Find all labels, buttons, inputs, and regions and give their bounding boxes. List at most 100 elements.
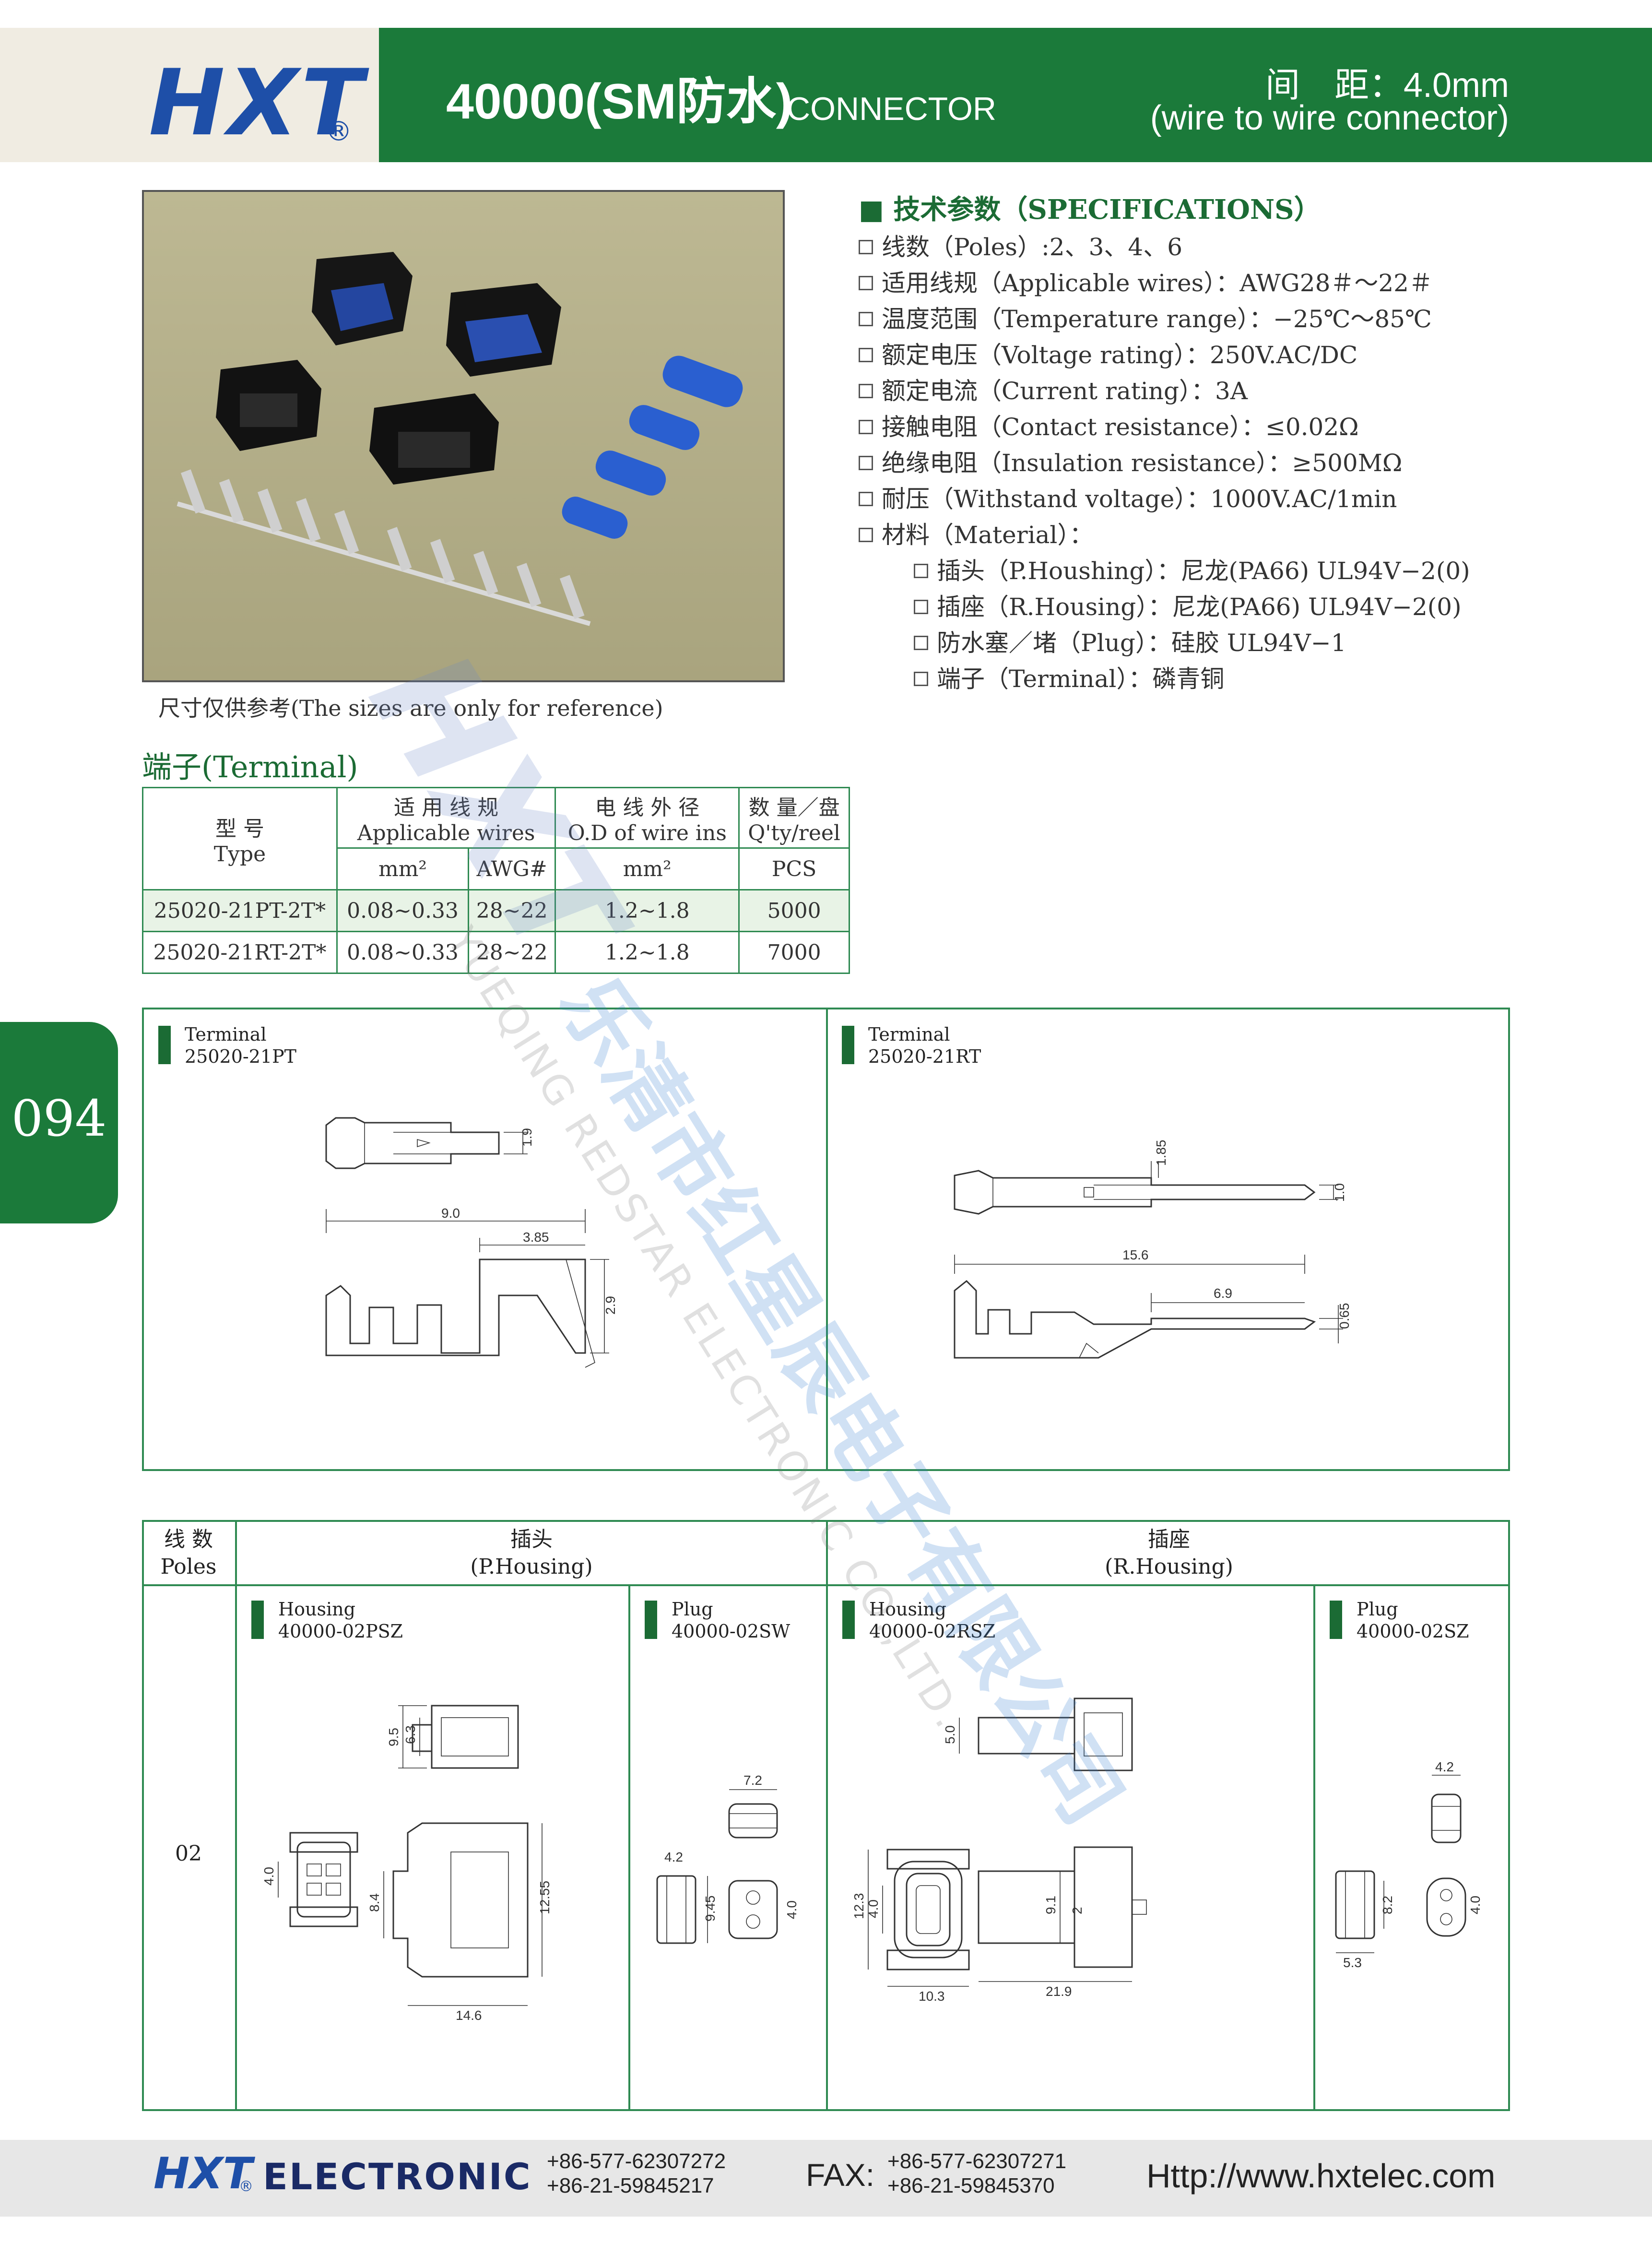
spec-item: 额定电流（Current rating）：3A [859, 372, 1248, 406]
checkbox-square-icon [859, 240, 873, 254]
col-divider [628, 1584, 630, 2111]
dim-1-85: 1.85 [1154, 1140, 1168, 1166]
frame-divider [826, 1008, 828, 1471]
svg-text:8.2: 8.2 [1380, 1896, 1395, 1914]
material-item: 插座（R.Housing）：尼龙(PA66) UL94V−2(0) [914, 588, 1462, 622]
checkbox-square-icon [859, 384, 873, 398]
hxt-logo: HXT [149, 50, 366, 156]
svg-text:4.0: 4.0 [866, 1899, 881, 1918]
header-logo-panel [0, 28, 379, 162]
checkbox-square-icon [859, 312, 873, 326]
svg-text:7.2: 7.2 [743, 1773, 762, 1788]
dim-6-9: 6.9 [1214, 1286, 1232, 1301]
col-divider [235, 1520, 237, 2111]
footer-logo: HXT [153, 2148, 253, 2199]
checkbox-square-icon [914, 636, 928, 650]
svg-text:9.5: 9.5 [386, 1728, 401, 1746]
spec-item: 绝缘电阻（Insulation resistance）：≥500MΩ [859, 444, 1402, 478]
label-bar [842, 1026, 854, 1064]
dim-9-0: 9.0 [441, 1206, 460, 1221]
r-housing-header: 插座(R.Housing) [1105, 1527, 1233, 1579]
svg-text:4.0: 4.0 [784, 1900, 799, 1919]
footer-bar [0, 2140, 1652, 2217]
svg-text:9.1: 9.1 [1043, 1896, 1058, 1914]
registered-mark: ® [325, 116, 352, 147]
label-bar [158, 1026, 171, 1064]
svg-text:5.0: 5.0 [943, 1725, 957, 1744]
unit-awg: AWG# [468, 847, 556, 890]
svg-text:6.3: 6.3 [403, 1725, 418, 1744]
series-title: 40000(SM防水) [446, 74, 793, 130]
material-item: 插头（P.Houshing）：尼龙(PA66) UL94V−2(0) [914, 552, 1470, 586]
terminal-rt-drawing: 1.85 1.0 15.6 6.9 0.65 [954, 1140, 1352, 1359]
unit-od: mm² [555, 847, 740, 890]
p-plug-drawing: 7.2 4.2 9.45 4.0 [656, 1773, 799, 1944]
fax-label: FAX: [806, 2157, 875, 2193]
dim-2-9: 2.9 [603, 1296, 618, 1315]
specifications-heading: ■ 技术参数（SPECIFICATIONS） [859, 194, 1321, 225]
checkbox-square-icon [859, 348, 873, 362]
spec-item: 额定电压（Voltage rating）：250V.AC/DC [859, 336, 1357, 370]
pitch-spec: 间 距：4.0mm [1265, 66, 1509, 105]
spec-item: 材料（Material）： [859, 516, 1093, 550]
terminal-table-title: 端子(Terminal) [142, 749, 358, 784]
dim-0-65: 0.65 [1337, 1303, 1352, 1329]
svg-text:9.45: 9.45 [703, 1896, 718, 1922]
dim-3-85: 3.85 [523, 1230, 549, 1245]
svg-text:12.3: 12.3 [851, 1893, 866, 1920]
svg-text:4.0: 4.0 [261, 1867, 276, 1886]
spec-item: 线数（Poles）:2、3、4、6 [859, 228, 1182, 262]
header-band [379, 28, 1652, 162]
p-housing-header: 插头(P.Housing) [470, 1527, 593, 1579]
checkbox-square-icon [859, 456, 873, 470]
svg-text:21.9: 21.9 [1046, 1984, 1072, 1999]
checkbox-square-icon [859, 528, 873, 542]
checkbox-square-icon [859, 492, 873, 506]
svg-text:12.55: 12.55 [537, 1881, 552, 1914]
footer-registered-mark: ® [239, 2178, 253, 2195]
footer-brand: ELECTRONIC [263, 2155, 532, 2198]
page-number-tab [0, 1022, 118, 1223]
dim-1-9: 1.9 [519, 1128, 534, 1147]
footer-phones: +86-577-62307272 +86-21-59845217 [547, 2149, 726, 2197]
poles-value: 02 [175, 1841, 202, 1866]
svg-text:5.3: 5.3 [1343, 1955, 1362, 1970]
r-housing-drawing: 5.0 12.3 4.0 10.3 9.1 2 21.9 [851, 1697, 1147, 2004]
unit-mm2: mm² [336, 847, 470, 890]
label-bar [251, 1601, 264, 1639]
unit-pcs: PCS [738, 847, 850, 890]
page-number: 094 [11, 1089, 107, 1148]
material-item: 防水塞／堵（Plug）：硅胶 UL94V−1 [914, 624, 1346, 658]
svg-text:10.3: 10.3 [919, 1989, 945, 2004]
svg-text:4.2: 4.2 [664, 1850, 683, 1864]
label-bar [1330, 1601, 1342, 1639]
checkbox-square-icon [914, 672, 928, 686]
spec-item: 适用线规（Applicable wires）：AWG28＃～22＃ [859, 264, 1433, 298]
svg-text:14.6: 14.6 [456, 2008, 482, 2023]
r-plug-drawing: 4.2 8.2 4.0 5.3 [1335, 1759, 1483, 1970]
label-bar [645, 1601, 657, 1639]
p-housing-drawing: 9.5 6.3 4.0 8.4 12.55 14.6 [261, 1705, 552, 2023]
footer-fax: +86-577-62307271 +86-21-59845370 [887, 2149, 1067, 2197]
label-bar [842, 1601, 855, 1639]
footer-website-link[interactable]: Http://www.hxtelec.com [1146, 2157, 1496, 2195]
spec-item: 耐压（Withstand voltage）：1000V.AC/1min [859, 480, 1397, 514]
checkbox-square-icon [859, 276, 873, 290]
table-row: 25020-21PT-2T* 0.08~0.33 28~22 1.2~1.8 5… [142, 889, 850, 932]
dim-15-6: 15.6 [1122, 1247, 1149, 1262]
product-photo [142, 190, 785, 682]
photo-caption: 尺寸仅供参考(The sizes are only for reference) [158, 695, 663, 721]
checkbox-square-icon [914, 600, 928, 614]
table-row: 25020-21RT-2T* 0.08~0.33 28~22 1.2~1.8 7… [142, 931, 850, 974]
connector-type: (wire to wire connector) [1150, 99, 1509, 137]
